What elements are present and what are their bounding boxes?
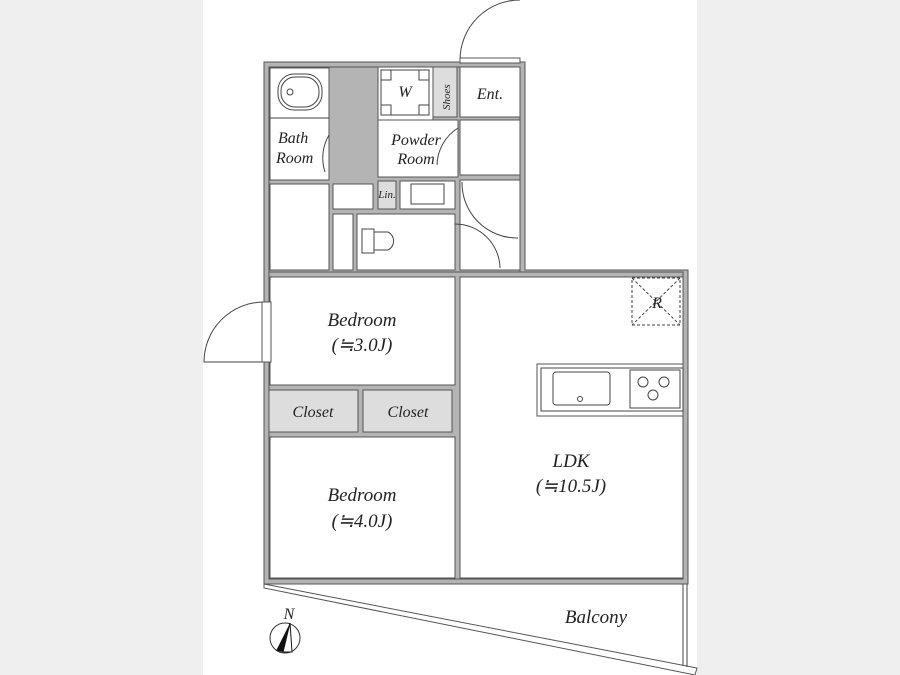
- bedroom-door-arc[interactable]: [203, 301, 265, 363]
- bedroom2-size: (≒4.0J): [332, 511, 393, 532]
- powder-door-arc: [436, 127, 459, 166]
- kitchen-counter: [536, 363, 684, 417]
- refrigerator-space: [631, 277, 681, 326]
- linen-label: Lin.: [377, 189, 395, 201]
- bath-door-arc: [322, 134, 330, 173]
- balcony-rail: [263, 583, 698, 675]
- bath-label-1: Bath: [278, 130, 308, 147]
- stove-icon: [629, 369, 681, 409]
- toilet-room: [356, 213, 456, 271]
- washer-label: W: [398, 84, 413, 101]
- compass-label: N: [283, 606, 296, 623]
- entrance: [459, 66, 521, 118]
- ldk-size: (≒10.5J): [536, 476, 606, 497]
- sink-icon: [410, 183, 445, 205]
- entrance-label: Ent.: [476, 86, 503, 103]
- bath-label-2: Room: [275, 150, 313, 167]
- washer-icon: [380, 69, 430, 116]
- north-compass-icon: N: [269, 606, 301, 654]
- refrigerator-label: R: [651, 295, 662, 312]
- hall: [459, 119, 521, 176]
- sink-area: [399, 180, 456, 210]
- bathtub-icon: [277, 73, 323, 111]
- bedroom1-size: (≒3.0J): [332, 335, 393, 356]
- toilet-door-arc: [454, 223, 501, 269]
- closet1-label: Closet: [293, 404, 334, 421]
- bedroom1-name: Bedroom: [328, 310, 397, 331]
- closet2-label: Closet: [388, 404, 429, 421]
- shoe-closet: [432, 66, 458, 118]
- shoes-label: Shoes: [441, 84, 453, 110]
- bedroom-2: [269, 436, 456, 579]
- hall-door-arc: [461, 181, 519, 239]
- closet-2: [362, 389, 453, 433]
- balcony-label: Balcony: [565, 607, 628, 628]
- entrance-door-arc[interactable]: [459, 0, 521, 61]
- toilet-icon: [361, 228, 395, 254]
- bedroom2-name: Bedroom: [328, 485, 397, 506]
- linen-closet: [377, 180, 397, 210]
- bath-room: [269, 67, 330, 181]
- kitchen-sink-icon: [552, 371, 611, 406]
- ldk-name: LDK: [552, 451, 591, 472]
- closet-1: [268, 389, 359, 433]
- powder-label-1: Powder: [390, 132, 442, 149]
- powder-label-2: Room: [396, 151, 434, 168]
- bedroom-1: [269, 276, 456, 386]
- ldk: [459, 276, 684, 579]
